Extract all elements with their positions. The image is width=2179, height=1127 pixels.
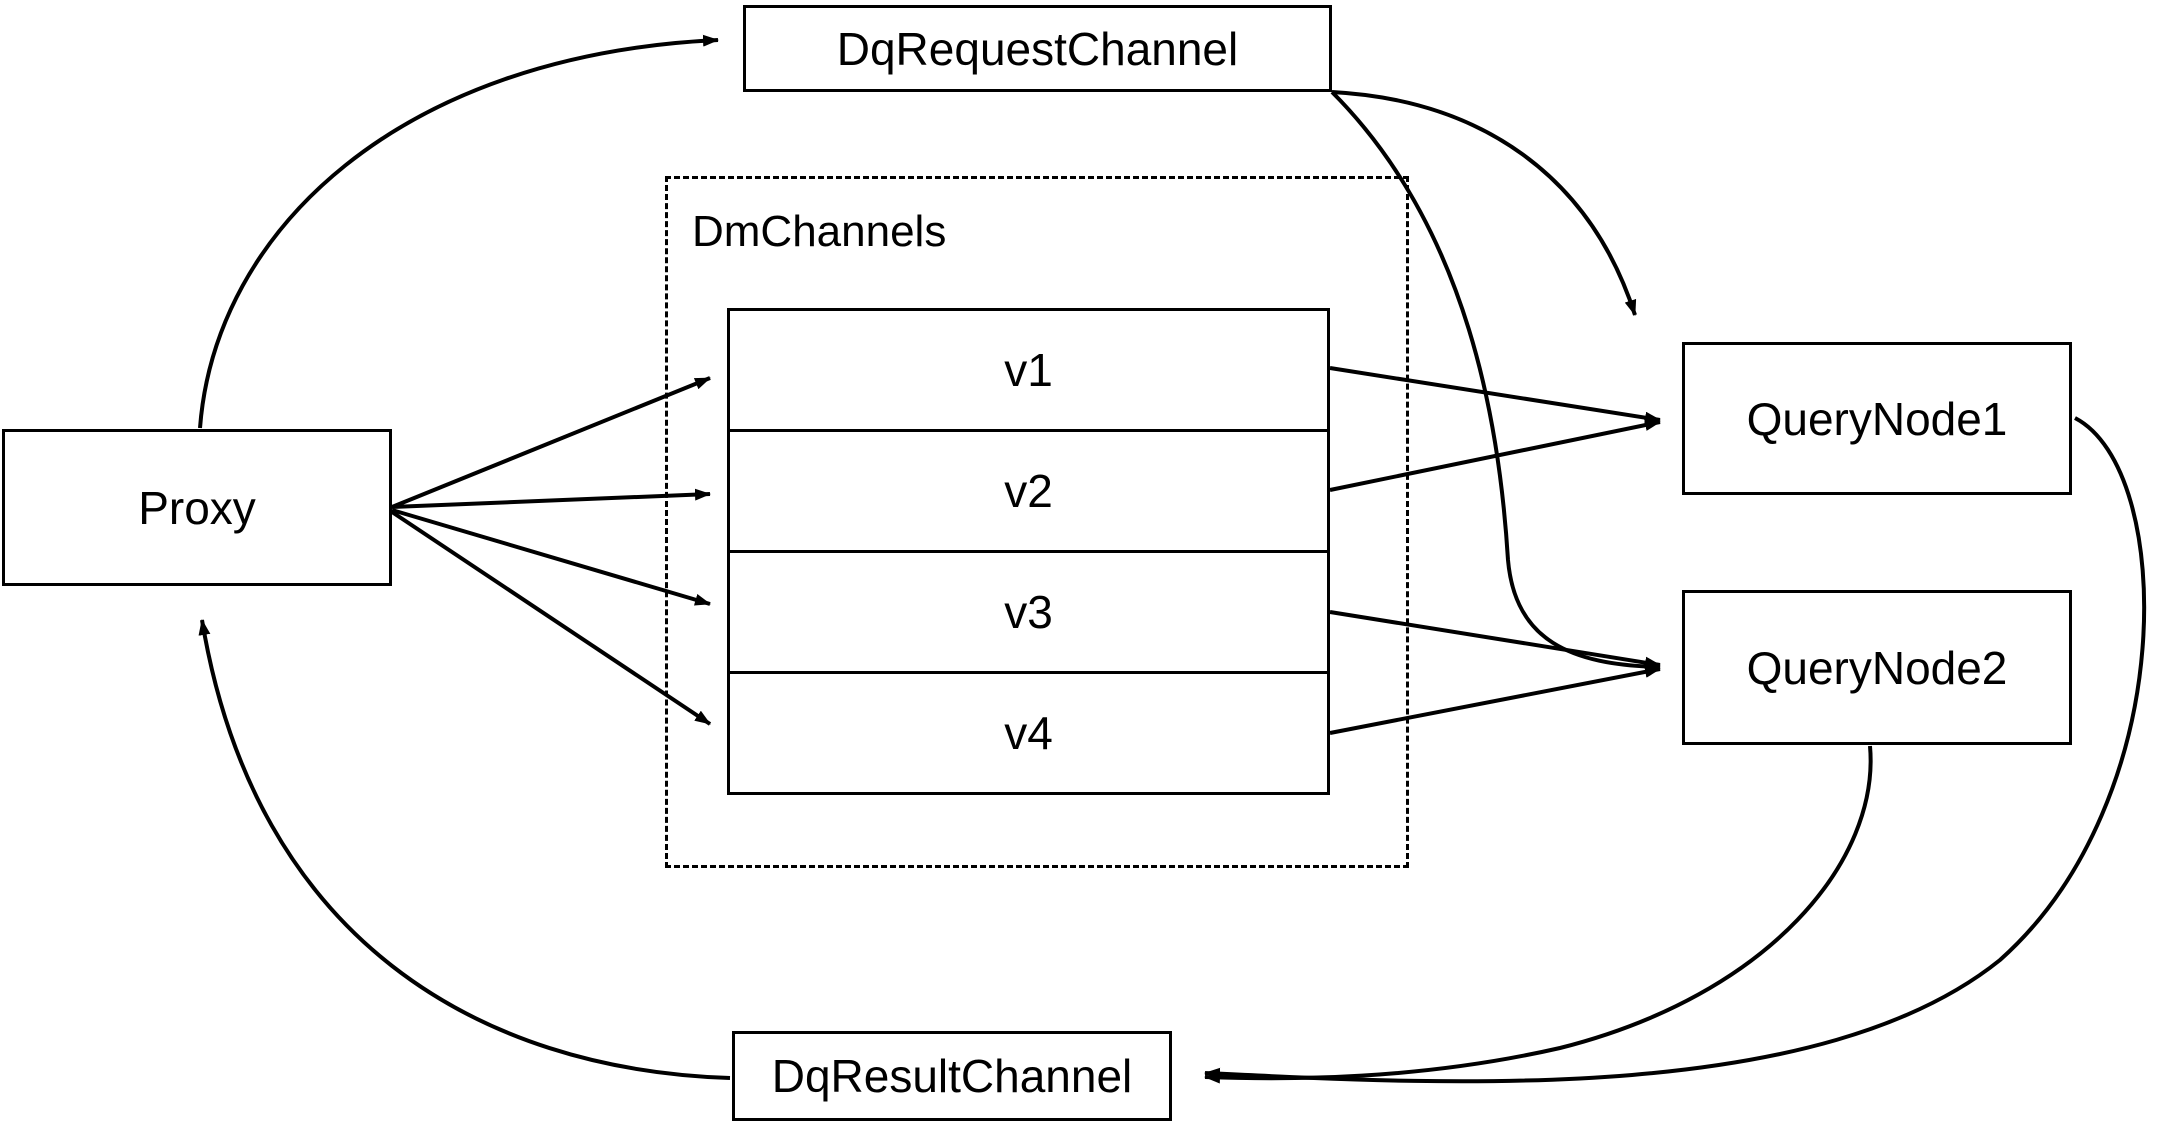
node-proxy-label: Proxy xyxy=(138,481,256,534)
node-dq-result-channel-label: DqResultChannel xyxy=(771,1050,1133,1102)
group-dm-channels xyxy=(665,176,1409,868)
edge-querynode1-to-dqresultchannel xyxy=(1204,416,2147,1084)
edge-dqresultchannel-to-proxy xyxy=(198,619,731,1080)
edge-proxy-to-v1 xyxy=(391,376,711,509)
edge-v3-to-querynode2 xyxy=(1329,610,1661,669)
group-dm-channels-title: DmChannels xyxy=(692,207,947,256)
dm-channel-row-v3-label: v3 xyxy=(1004,586,1053,638)
edge-v2-to-querynode1 xyxy=(1329,419,1661,492)
edge-proxy-to-v4 xyxy=(390,510,712,726)
dm-channel-row-v4-label: v4 xyxy=(1004,707,1053,759)
edge-v1-to-querynode1 xyxy=(1329,366,1661,424)
node-dq-result-channel[interactable]: DqResultChannel xyxy=(732,1031,1172,1121)
dm-channel-row-v2-label: v2 xyxy=(1004,465,1053,517)
edge-dqrequestchannel-to-querynode1 xyxy=(1331,90,1637,316)
dm-channel-row-v3[interactable]: v3 xyxy=(730,553,1327,674)
node-query-node-1-label: QueryNode1 xyxy=(1746,392,2008,445)
node-proxy[interactable]: Proxy xyxy=(2,429,392,586)
node-dq-request-channel-label: DqRequestChannel xyxy=(836,22,1239,75)
dm-channel-row-v1[interactable]: v1 xyxy=(730,311,1327,432)
edge-querynode2-to-dqresultchannel xyxy=(1204,745,1873,1084)
node-query-node-1[interactable]: QueryNode1 xyxy=(1682,342,2072,495)
node-query-node-2[interactable]: QueryNode2 xyxy=(1682,590,2072,745)
node-dq-request-channel[interactable]: DqRequestChannel xyxy=(743,5,1332,92)
dm-channel-row-v4[interactable]: v4 xyxy=(730,674,1327,792)
node-query-node-2-label: QueryNode2 xyxy=(1746,641,2008,694)
dm-channel-row-v2[interactable]: v2 xyxy=(730,432,1327,553)
dm-channel-row-v1-label: v1 xyxy=(1004,344,1053,396)
edge-proxy-to-v2 xyxy=(391,488,711,509)
edge-v4-to-querynode2 xyxy=(1329,665,1661,735)
edge-proxy-to-dqrequestchannel xyxy=(198,34,719,429)
dm-channel-stack: v1 v2 v3 v4 xyxy=(727,308,1330,795)
edge-proxy-to-v3 xyxy=(391,508,711,606)
